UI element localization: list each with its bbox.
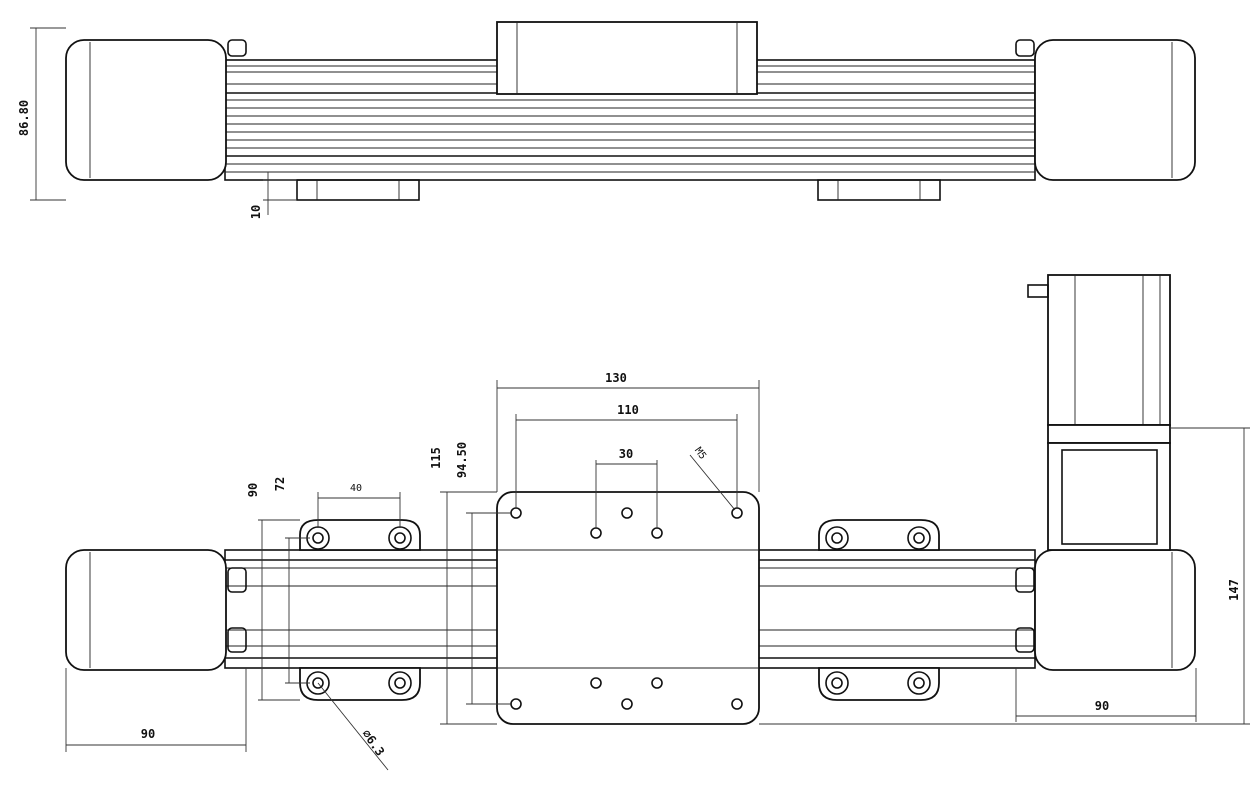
dim-end-right: 90 [1095,699,1109,713]
dim-front-height: 86.80 [17,100,31,136]
front-rail-grooves [225,65,1035,173]
foot-clamp-top-right [818,519,940,551]
dim-foot-height: 10 [249,205,263,219]
dim-foot-hole-spacing: 40 [350,483,362,494]
dim-end-left: 90 [141,727,155,741]
dim-hole-length: 94.50 [455,442,469,478]
dim-foot-outer: 90 [246,483,260,497]
front-end-cap-right [1034,39,1196,181]
dim-hole-diameter: ∅6.3 [359,727,387,759]
dim-thread: M5 [692,445,708,461]
stepper-motor [1027,274,1171,551]
dim-carriage-width: 130 [605,371,627,385]
dim-carriage-length: 115 [429,447,443,469]
front-end-cap-left [65,39,227,181]
front-foot-left [296,179,420,201]
dim-center-spacing: 30 [619,447,633,461]
foot-clamp-bottom-left [299,667,421,701]
top-view: 130 110 30 M5 115 94.50 90 72 [65,274,1250,771]
dim-hole-spacing: 110 [617,403,639,417]
dim-overall-height: 147 [1227,579,1241,601]
foot-clamp-bottom-right [818,667,940,701]
front-carriage [496,21,758,95]
carriage-plate [496,491,760,725]
front-view: 86.80 10 [17,21,1196,219]
top-end-cap-left [65,549,227,671]
dim-foot-inner: 72 [273,477,287,491]
top-end-cap-right [1034,549,1196,671]
front-foot-right [817,179,941,201]
